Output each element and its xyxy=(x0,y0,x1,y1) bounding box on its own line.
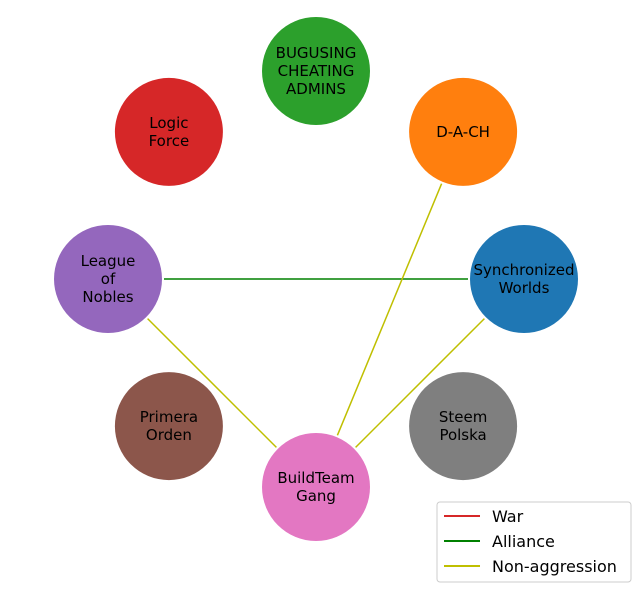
edges-layer xyxy=(147,183,485,448)
node-dach: D-A-CH xyxy=(409,77,518,186)
legend-alliance-label: Alliance xyxy=(492,532,555,551)
node-circle-league xyxy=(54,225,162,333)
node-label-league: Nobles xyxy=(82,288,133,306)
node-label-logic: Logic xyxy=(149,114,188,132)
node-circle-synchronized xyxy=(470,225,578,333)
node-label-bugusing: CHEATING xyxy=(278,62,355,80)
node-circle-primera xyxy=(114,372,223,481)
node-label-league: of xyxy=(101,270,116,288)
node-label-bugusing: ADMINS xyxy=(286,80,346,98)
node-circle-bugusing xyxy=(262,17,370,125)
node-label-dach: D-A-CH xyxy=(436,123,490,141)
node-label-primera: Primera xyxy=(140,408,198,426)
legend: War Alliance Non-aggression xyxy=(436,501,632,583)
legend-box xyxy=(436,501,632,583)
node-label-primera: Orden xyxy=(146,426,192,444)
node-label-synchronized: Synchronized xyxy=(474,261,575,279)
node-label-logic: Force xyxy=(149,132,190,150)
node-circle-buildteam xyxy=(262,433,370,541)
node-label-steem: Polska xyxy=(439,426,486,444)
node-label-buildteam: Gang xyxy=(296,487,336,505)
node-label-steem: Steem xyxy=(439,408,487,426)
node-label-league: League xyxy=(81,252,136,270)
node-label-buildteam: BuildTeam xyxy=(277,469,354,487)
legend-war-label: War xyxy=(492,507,524,526)
edge-synchronized-buildteam xyxy=(355,318,485,448)
edge-dach-buildteam xyxy=(336,183,443,436)
node-circle-steem xyxy=(409,372,518,481)
legend-non-aggression-label: Non-aggression xyxy=(492,557,617,576)
node-label-bugusing: BUGUSING xyxy=(276,44,357,62)
node-label-synchronized: Worlds xyxy=(499,279,550,297)
node-circle-dach xyxy=(409,77,518,186)
edge-league-buildteam xyxy=(147,318,277,448)
node-circle-logic xyxy=(114,77,223,186)
